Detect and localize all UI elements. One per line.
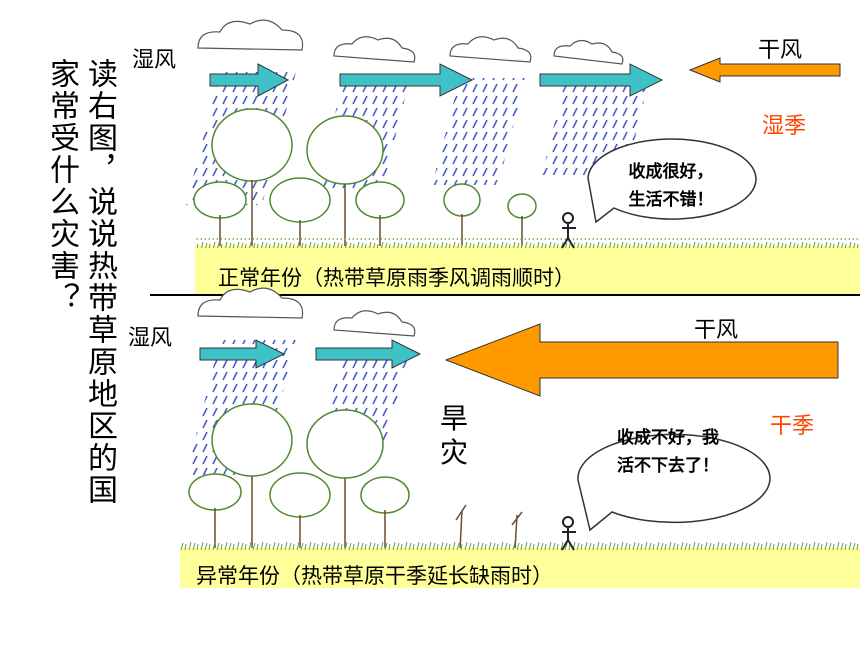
bottom-trees: [188, 403, 523, 551]
top-dry-wind-label: 干风: [758, 38, 803, 63]
top-wet-wind-label: 湿风: [132, 48, 177, 73]
top-dry-wind-arrow: [688, 57, 841, 83]
top-speech-line-2: 生活不错！: [628, 190, 714, 210]
bottom-dry-wind-label: 干风: [694, 318, 739, 343]
top-wet-wind-arrows: [209, 63, 664, 97]
top-trees: [193, 108, 537, 248]
bottom-speech-line-1: 收成不好，我: [617, 428, 719, 448]
bottom-speech-text: 收成不好，我 活不下去了！: [588, 424, 748, 480]
top-speech-bubble: [587, 138, 757, 224]
top-speech-line-1: 收成很好，: [628, 162, 714, 182]
bottom-speech-bubble: [577, 433, 771, 532]
top-ground: [195, 246, 860, 294]
bottom-farmer: [561, 516, 576, 551]
top-season-label: 湿季: [762, 114, 807, 139]
bottom-wet-wind-label: 湿风: [128, 326, 173, 351]
question-line-1: 读右图，说说热带草原地区的国: [82, 58, 117, 506]
top-farmer: [561, 212, 576, 249]
top-caption: 正常年份（热带草原雨季风调雨顺时）: [218, 266, 575, 290]
top-speech-text: 收成很好， 生活不错！: [606, 158, 736, 214]
top-clouds: [197, 19, 624, 65]
bottom-dry-wind-arrow: [444, 323, 839, 397]
bottom-speech-line-2: 活不下去了！: [617, 456, 719, 476]
bottom-clouds: [197, 287, 416, 337]
bottom-season-label: 干季: [770, 414, 815, 439]
bottom-wet-wind-arrows: [199, 339, 422, 369]
bottom-ground: [180, 548, 860, 588]
question-line-2: 家常受什么灾害？: [44, 58, 79, 314]
drought-label: 旱灾: [440, 402, 469, 469]
bottom-caption: 异常年份（热带草原干季延长缺雨时）: [196, 564, 553, 588]
